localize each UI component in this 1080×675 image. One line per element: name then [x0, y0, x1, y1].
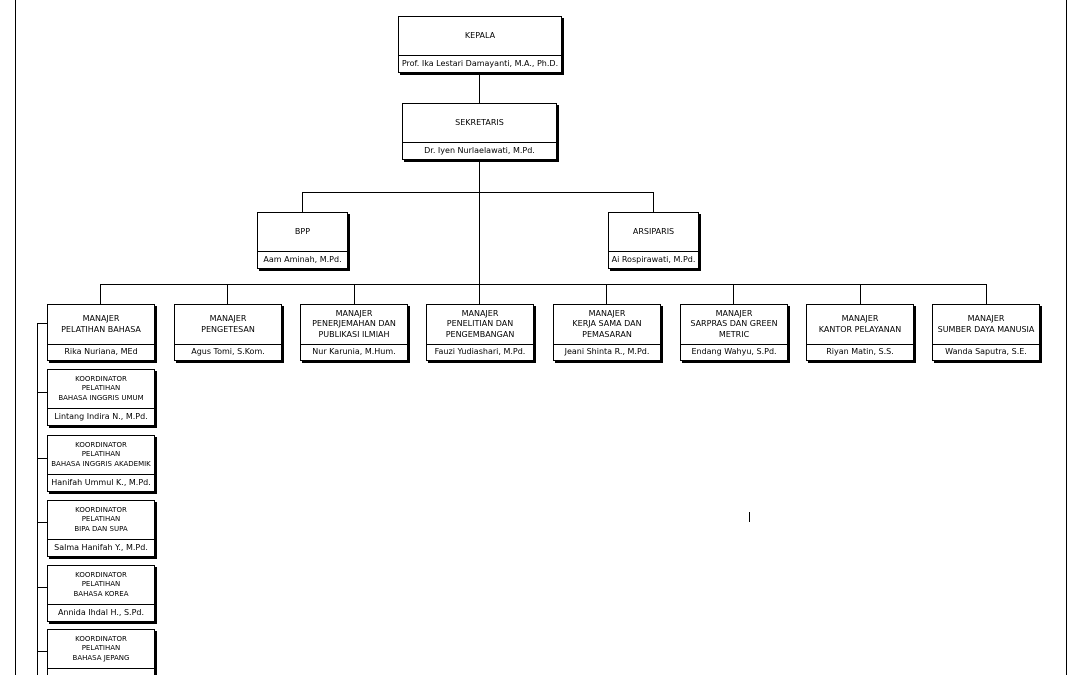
manager-name: Wanda Saputra, S.E. — [945, 347, 1027, 356]
coordinator-title: KOORDINATOR PELATIHAN BAHASA KOREA — [73, 570, 129, 598]
connector-coordinator-manager — [37, 323, 47, 324]
coordinator-name: Salma Hanifah Y., M.Pd. — [54, 542, 148, 552]
bpp-box: BPP Aam Aminah, M.Pd. — [257, 212, 348, 269]
connector-drop-6 — [733, 284, 734, 304]
kepala-name: Prof. Ika Lestari Damayanti, M.A., Ph.D. — [401, 58, 559, 68]
manager-name: Riyan Matin, S.S. — [826, 347, 894, 356]
connector-drop-8 — [986, 284, 987, 304]
kepala-box: KEPALA Prof. Ika Lestari Damayanti, M.A.… — [398, 16, 562, 73]
manager-box-kerja-sama: MANAJER KERJA SAMA DAN PEMASARAN Jeani S… — [553, 304, 661, 361]
coordinator-title: KOORDINATOR PELATIHAN BIPA DAN SUPA — [74, 505, 128, 533]
connector-head-secretary — [479, 73, 480, 103]
connector-staff-left — [302, 192, 303, 212]
connector-drop-4 — [479, 284, 480, 304]
connector-drop-5 — [606, 284, 607, 304]
connector-coordinator-3 — [37, 522, 47, 523]
manager-box-pelatihan-bahasa: MANAJER PELATIHAN BAHASA Rika Nuriana, M… — [47, 304, 155, 361]
manager-name: Fauzi Yudiashari, M.Pd. — [434, 347, 526, 356]
bpp-title: BPP — [294, 226, 311, 236]
coordinator-box-inggris-akademik: KOORDINATOR PELATIHAN BAHASA INGGRIS AKA… — [47, 435, 155, 492]
manager-title: MANAJER SARPRAS DAN GREEN METRIC — [690, 308, 778, 339]
manager-name: Rika Nuriana, MEd — [64, 347, 138, 356]
manager-name: Endang Wahyu, S.Pd. — [691, 347, 777, 356]
connector-drop-1 — [100, 284, 101, 304]
manager-name: Agus Tomi, S.Kom. — [191, 347, 265, 356]
text-cursor-mark — [749, 512, 750, 522]
bpp-name: Aam Aminah, M.Pd. — [263, 254, 342, 264]
coordinator-box-inggris-umum: KOORDINATOR PELATIHAN BAHASA INGGRIS UMU… — [47, 369, 155, 426]
arsiparis-title: ARSIPARIS — [632, 226, 675, 236]
arsiparis-box: ARSIPARIS Ai Rospirawati, M.Pd. — [608, 212, 699, 269]
connector-staff-right — [653, 192, 654, 212]
manager-title: MANAJER SUMBER DAYA MANUSIA — [937, 314, 1035, 334]
coordinator-name: Lintang Indira N., M.Pd. — [54, 411, 148, 421]
connector-drop-3 — [354, 284, 355, 304]
manager-title: MANAJER KERJA SAMA DAN PEMASARAN — [572, 308, 642, 339]
connector-staff-bar — [302, 192, 654, 193]
coordinator-box-korea: KOORDINATOR PELATIHAN BAHASA KOREA Annid… — [47, 565, 155, 622]
page-border-right — [1066, 0, 1067, 675]
manager-title: MANAJER PENELITIAN DAN PENGEMBANGAN — [445, 308, 515, 339]
manager-box-penelitian: MANAJER PENELITIAN DAN PENGEMBANGAN Fauz… — [426, 304, 534, 361]
connector-coordinator-1 — [37, 392, 47, 393]
manager-title: MANAJER PELATIHAN BAHASA — [61, 314, 141, 334]
manager-title: MANAJER PENGETESAN — [201, 314, 255, 334]
connector-coordinator-4 — [37, 587, 47, 588]
manager-box-sarpras: MANAJER SARPRAS DAN GREEN METRIC Endang … — [680, 304, 788, 361]
connector-trunk — [479, 160, 480, 284]
coordinator-box-jepang: KOORDINATOR PELATIHAN BAHASA JEPANG — [47, 629, 155, 675]
coordinator-title: KOORDINATOR PELATIHAN BAHASA INGGRIS UMU… — [58, 374, 144, 402]
coordinator-box-bipa-supa: KOORDINATOR PELATIHAN BIPA DAN SUPA Salm… — [47, 500, 155, 557]
coordinator-name: Annida Ihdal H., S.Pd. — [57, 607, 145, 617]
connector-manager-bar — [100, 284, 987, 285]
sekretaris-box: SEKRETARIS Dr. Iyen Nurlaelawati, M.Pd. — [402, 103, 557, 160]
sekretaris-title: SEKRETARIS — [455, 117, 504, 127]
manager-title: MANAJER KANTOR PELAYANAN — [818, 314, 902, 334]
connector-coordinator-spine — [37, 323, 38, 675]
connector-coordinator-2 — [37, 458, 47, 459]
coordinator-title: KOORDINATOR PELATIHAN BAHASA INGGRIS AKA… — [51, 440, 151, 468]
coordinator-title: KOORDINATOR PELATIHAN BAHASA JEPANG — [72, 634, 130, 662]
arsiparis-name: Ai Rospirawati, M.Pd. — [611, 254, 696, 264]
connector-coordinator-5 — [37, 651, 47, 652]
page-border-left — [15, 0, 16, 675]
manager-box-kantor-pelayanan: MANAJER KANTOR PELAYANAN Riyan Matin, S.… — [806, 304, 914, 361]
manager-name: Nur Karunia, M.Hum. — [312, 347, 396, 356]
kepala-title: KEPALA — [464, 30, 496, 40]
manager-box-penerjemahan: MANAJER PENERJEMAHAN DAN PUBLIKASI ILMIA… — [300, 304, 408, 361]
sekretaris-name: Dr. Iyen Nurlaelawati, M.Pd. — [424, 145, 535, 155]
manager-name: Jeani Shinta R., M.Pd. — [564, 347, 650, 356]
connector-drop-2 — [227, 284, 228, 304]
coordinator-name: Hanifah Ummul K., M.Pd. — [51, 477, 151, 487]
manager-title: MANAJER PENERJEMAHAN DAN PUBLIKASI ILMIA… — [312, 308, 396, 339]
manager-box-sdm: MANAJER SUMBER DAYA MANUSIA Wanda Saputr… — [932, 304, 1040, 361]
connector-drop-7 — [860, 284, 861, 304]
manager-box-pengetesan: MANAJER PENGETESAN Agus Tomi, S.Kom. — [174, 304, 282, 361]
coordinator-name — [48, 667, 154, 675]
